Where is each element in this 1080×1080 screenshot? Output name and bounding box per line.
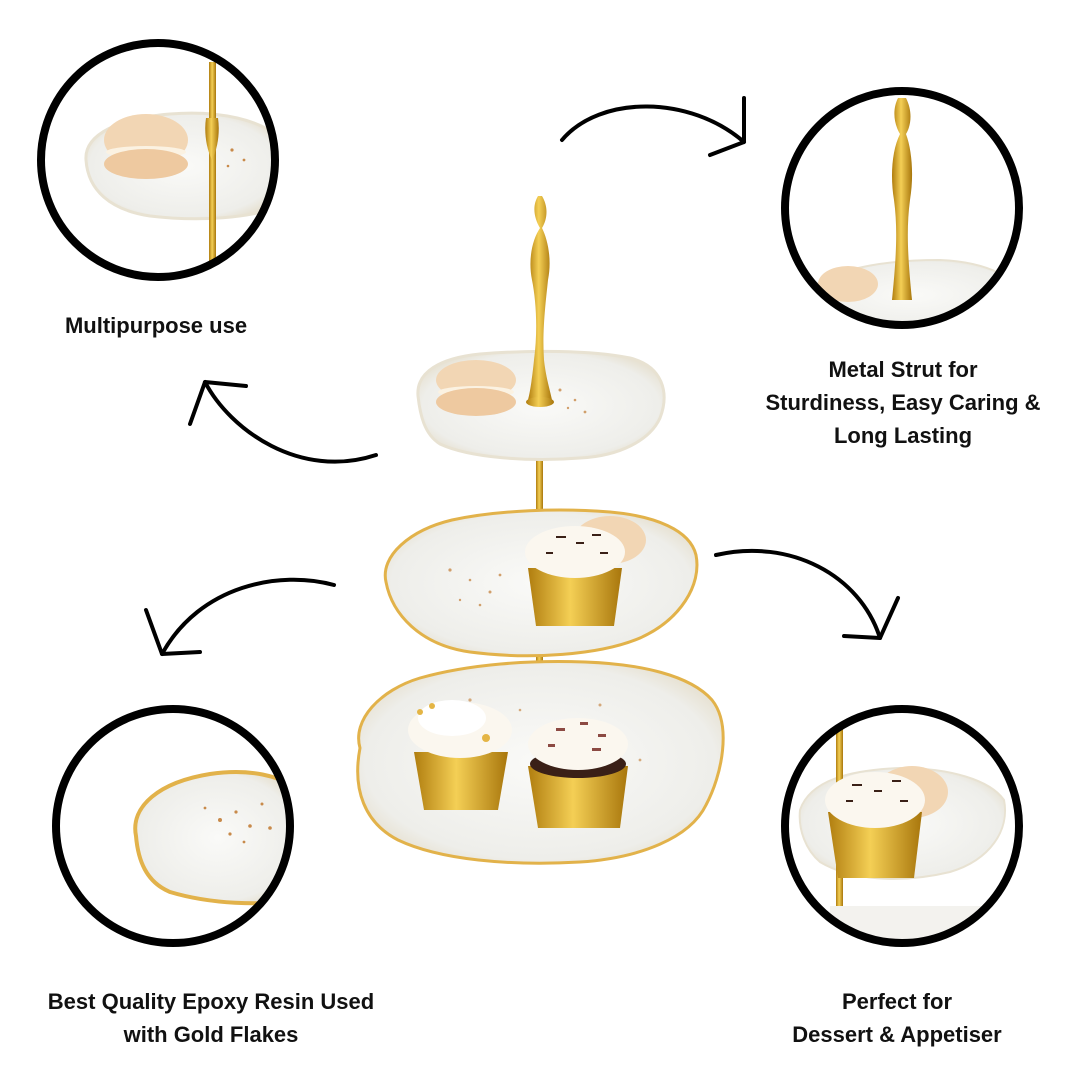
detail-circle-metal-strut [781, 87, 1023, 329]
caption-epoxy-resin: Best Quality Epoxy Resin Used with Gold … [47, 989, 375, 1047]
curved-arrow-icon [560, 96, 746, 157]
cake-stand [356, 196, 725, 865]
circle-frame [781, 705, 1023, 947]
stand-finial [526, 196, 554, 407]
caption-metal-strut: Metal Strut for Sturdiness, Easy Caring … [765, 357, 1041, 448]
cupcake-chocolate [528, 718, 628, 828]
macaron [436, 360, 516, 416]
curved-arrow-icon [714, 549, 900, 640]
curved-arrow-icon [188, 380, 378, 464]
caption-dessert: Perfect for Dessert & Appetiser [792, 989, 1002, 1047]
caption-multipurpose: Multipurpose use [64, 313, 248, 338]
detail-circle-epoxy-resin [52, 705, 294, 947]
circle-frame [52, 705, 294, 947]
cupcake-cream [408, 700, 512, 810]
detail-circle-multipurpose [37, 39, 279, 281]
circle-frame [781, 87, 1023, 329]
detail-circle-dessert [781, 705, 1023, 947]
circle-frame [37, 39, 279, 281]
curved-arrow-icon [144, 577, 336, 656]
cupcake [525, 526, 625, 626]
